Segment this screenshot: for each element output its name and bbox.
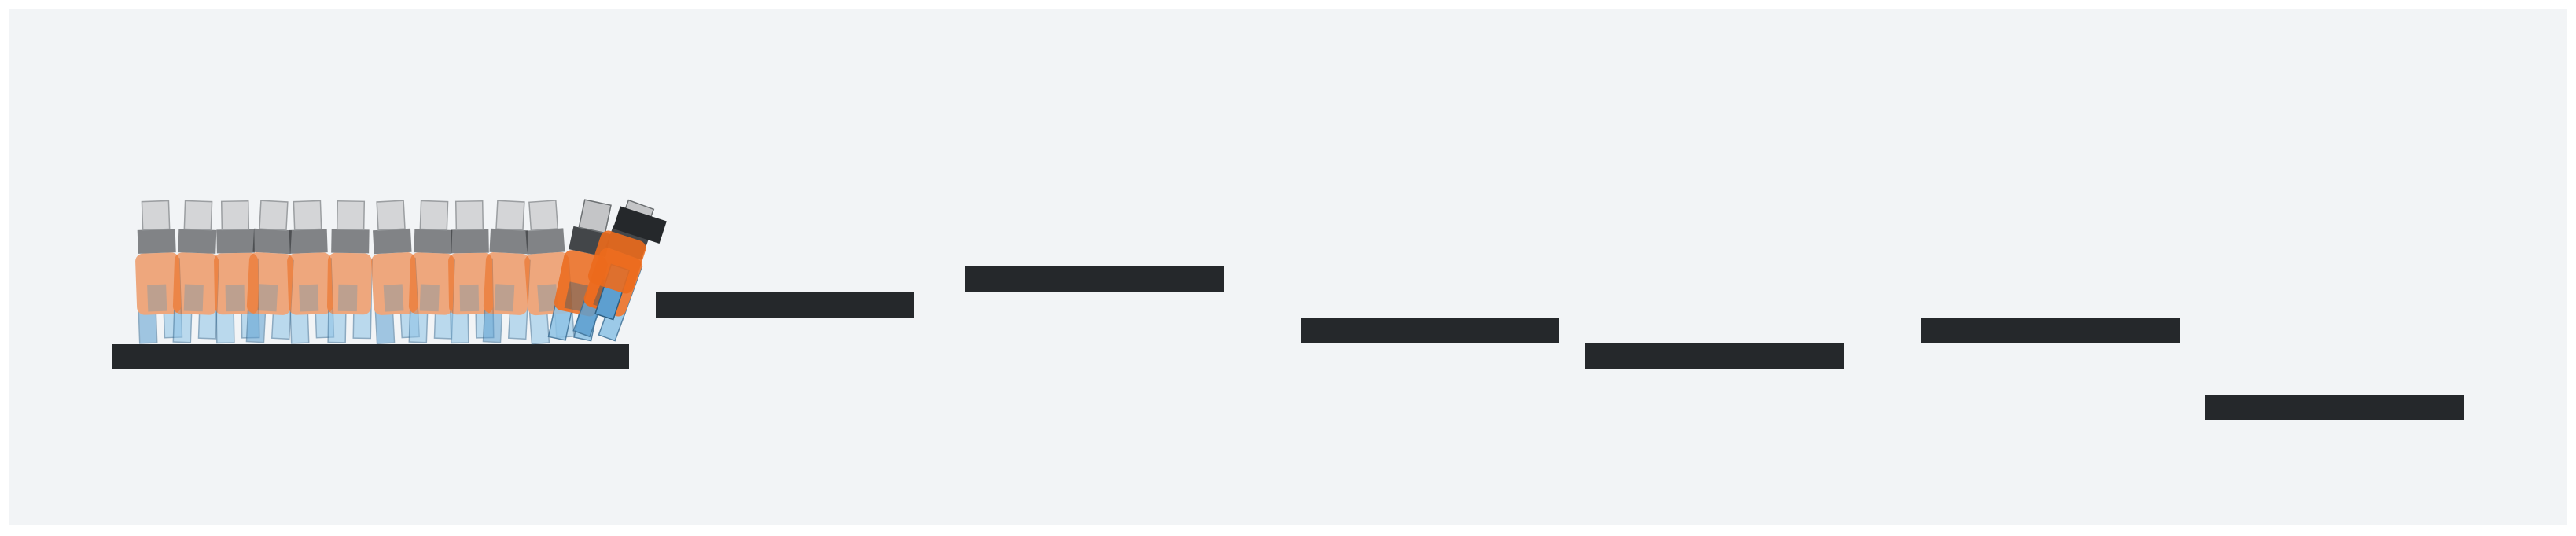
torso-shade (183, 284, 204, 312)
character-pose-2 (172, 200, 219, 343)
torso (448, 252, 494, 315)
torso-shade (257, 284, 278, 312)
platform-6 (1921, 318, 2180, 343)
torso (246, 252, 293, 315)
torso (287, 252, 333, 315)
shoulder-band (489, 228, 528, 255)
character-pose-10 (482, 200, 531, 343)
character-pose-1 (135, 200, 183, 344)
shoulder-band (137, 229, 176, 254)
shoulder-band (289, 229, 328, 254)
character-pose-5 (287, 200, 335, 344)
head-block (454, 200, 484, 231)
character-pose-9 (448, 200, 495, 344)
torso-shade (147, 284, 167, 312)
character-pose-6 (326, 200, 373, 343)
head-block (419, 200, 449, 231)
platform-5 (1585, 343, 1844, 369)
head-block (376, 200, 406, 231)
torso-shade (299, 284, 319, 312)
character-pose-8 (408, 200, 455, 343)
torso-shade (564, 281, 589, 312)
shoulder-band (525, 228, 565, 255)
platform-7 (2205, 395, 2464, 420)
torso-shade (537, 284, 558, 312)
platform-2 (656, 292, 914, 318)
torso-shade (383, 284, 404, 312)
platform-1 (112, 344, 629, 369)
head-block (183, 200, 213, 231)
head-block (141, 200, 171, 231)
shoulder-band (216, 229, 255, 254)
shoulder-band (252, 228, 292, 255)
torso-shade (337, 284, 358, 312)
shoulder-band (178, 229, 217, 254)
character-motion-trail (135, 199, 667, 345)
head-block (293, 200, 322, 231)
torso-shade (419, 284, 440, 312)
torso-shade (459, 284, 480, 312)
torso (172, 252, 219, 315)
platforms-layer (112, 266, 2464, 420)
shoulder-band (613, 206, 667, 244)
torso (371, 252, 418, 315)
head-block (336, 200, 366, 231)
character-current (587, 206, 667, 321)
head-block (259, 200, 289, 231)
torso (483, 252, 530, 315)
platform-4 (1301, 318, 1559, 343)
torso-shade (494, 284, 515, 312)
head-block (495, 200, 525, 231)
character-pose-4 (245, 200, 294, 343)
head-block (220, 200, 250, 231)
torso (587, 230, 646, 294)
shoulder-band (451, 229, 489, 254)
torso (408, 252, 454, 315)
shoulder-band (373, 228, 412, 255)
torso-shade (225, 284, 245, 312)
head-block (578, 199, 612, 234)
torso (135, 252, 182, 315)
shoulder-band (414, 229, 453, 254)
shoulder-band (331, 229, 370, 254)
torso (326, 252, 372, 315)
platform-3 (965, 266, 1224, 292)
head-block (528, 200, 559, 232)
